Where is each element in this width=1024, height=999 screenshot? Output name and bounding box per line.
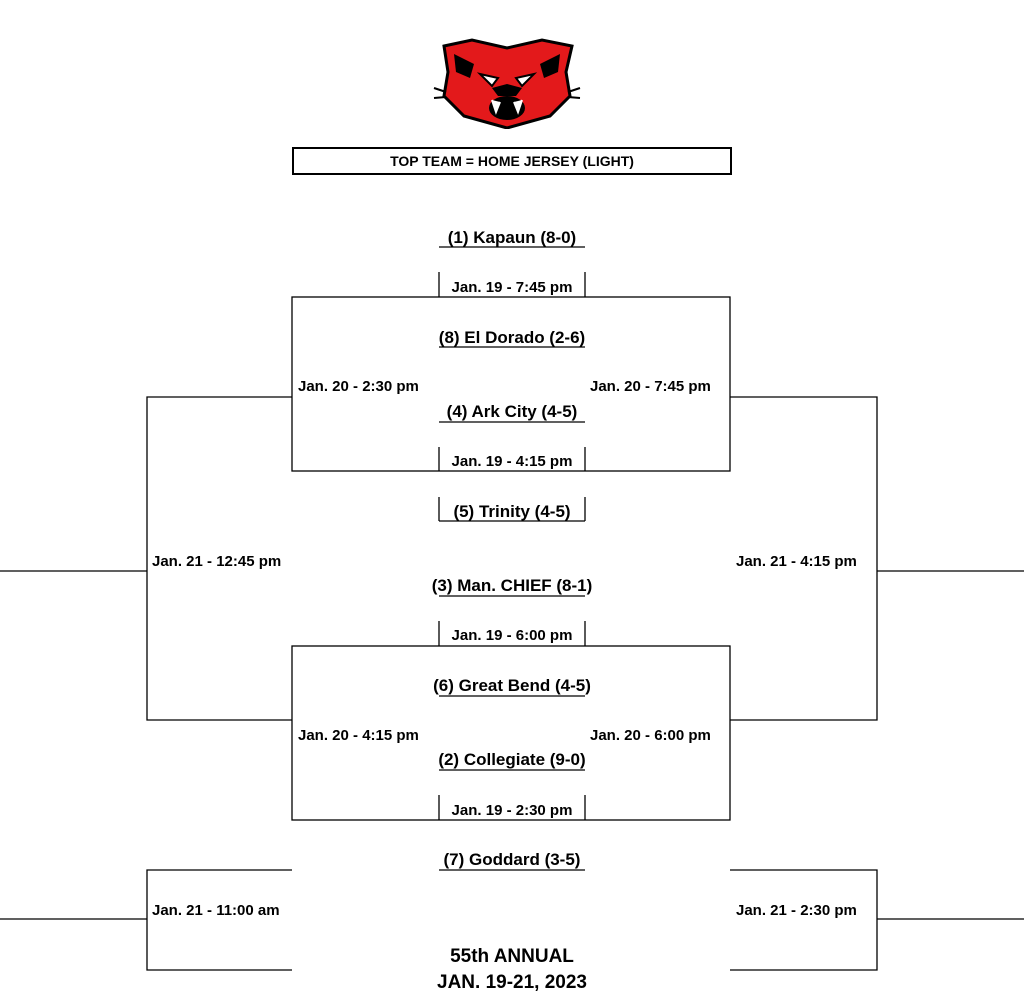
team-trinity: (5) Trinity (4-5) (453, 502, 571, 521)
team-kapaun: (1) Kapaun (8-0) (447, 228, 577, 247)
team-ark-city: (4) Ark City (4-5) (446, 402, 578, 421)
team-goddard: (7) Goddard (3-5) (443, 850, 581, 869)
team-great-bend: (6) Great Bend (4-5) (433, 676, 591, 695)
tournament-dates: JAN. 19-21, 2023 (437, 972, 587, 993)
game-time-round1-game1: Jan. 19 - 7:45 pm (451, 279, 573, 296)
team-man-chief: (3) Man. CHIEF (8-1) (431, 576, 593, 595)
game-time-consolation-final: Jan. 21 - 12:45 pm (152, 553, 282, 570)
game-time-round1-game4: Jan. 19 - 2:30 pm (451, 802, 573, 819)
game-time-semifinal-bottom: Jan. 20 - 6:00 pm (590, 727, 711, 744)
panther-head-logo-icon (433, 38, 581, 129)
home-jersey-notice: TOP TEAM = HOME JERSEY (LIGHT) (292, 147, 732, 175)
game-time-consolation-bottom: Jan. 20 - 4:15 pm (298, 727, 419, 744)
game-time-seventh-place: Jan. 21 - 11:00 am (152, 902, 280, 919)
game-time-consolation-top: Jan. 20 - 2:30 pm (298, 378, 419, 395)
game-time-third-place: Jan. 21 - 2:30 pm (736, 902, 857, 919)
tournament-edition: 55th ANNUAL (450, 946, 574, 967)
game-time-round1-game3: Jan. 19 - 6:00 pm (451, 627, 573, 644)
game-time-semifinal-top: Jan. 20 - 7:45 pm (590, 378, 711, 395)
game-time-championship: Jan. 21 - 4:15 pm (736, 553, 857, 570)
game-time-round1-game2: Jan. 19 - 4:15 pm (451, 453, 573, 470)
team-collegiate: (2) Collegiate (9-0) (438, 750, 586, 769)
team-el-dorado: (8) El Dorado (2-6) (438, 328, 586, 347)
